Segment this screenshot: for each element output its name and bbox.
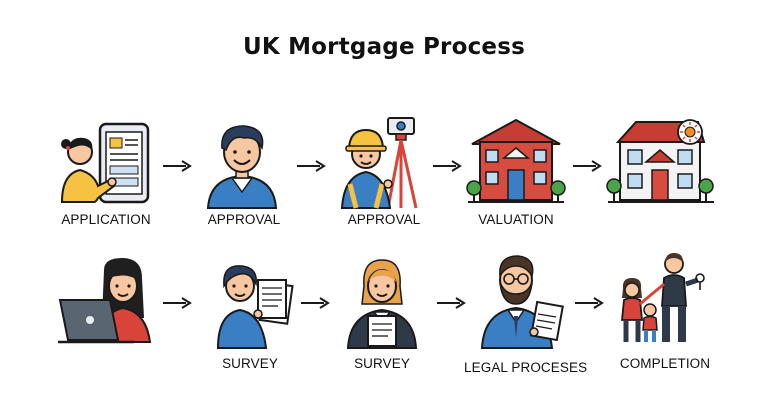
smiling-man-icon — [206, 125, 278, 209]
person-tablet-icon — [60, 122, 150, 204]
woman-documents-icon — [216, 265, 294, 349]
step-label: APPROVAL — [347, 212, 421, 227]
woman-laptop-icon — [58, 258, 152, 344]
surveyor-tripod-icon — [340, 117, 418, 209]
arrow-right-icon — [436, 297, 466, 309]
woman-clipboard-icon — [346, 259, 418, 349]
house-with-sun-icon — [606, 119, 714, 203]
arrow-right-icon — [162, 160, 192, 172]
step-application: APPLICATION — [50, 120, 160, 230]
step-approval-1: APPROVAL — [200, 120, 290, 230]
step-woman-laptop — [58, 256, 158, 356]
step-completion: COMPLETION — [612, 250, 722, 372]
step-survey-1: SURVEY — [204, 256, 300, 372]
bearded-man-document-icon — [480, 255, 564, 349]
page-title: UK Mortgage Process — [242, 34, 525, 60]
arrow-right-icon — [296, 160, 326, 172]
step-survey-2: SURVEY — [340, 256, 424, 372]
step-label: LEGAL PROCESES — [464, 360, 588, 375]
step-legal-processes: LEGAL PROCESES — [464, 252, 587, 376]
arrow-right-icon — [300, 297, 330, 309]
arrow-right-icon — [572, 160, 602, 172]
red-house-icon — [466, 118, 566, 203]
step-label: APPROVAL — [207, 212, 281, 227]
step-approval-2: APPROVAL — [336, 114, 436, 230]
step-label: SURVEY — [222, 356, 278, 371]
arrow-right-icon — [162, 297, 192, 309]
step-valuation: VALUATION — [464, 118, 568, 230]
step-house-sun — [606, 116, 716, 230]
arrow-right-icon — [574, 297, 604, 309]
family-keys-icon — [621, 253, 705, 342]
step-label: SURVEY — [354, 356, 410, 371]
step-label: COMPLETION — [619, 356, 711, 371]
arrow-right-icon — [432, 160, 462, 172]
step-label: VALUATION — [478, 212, 554, 227]
step-label: APPLICATION — [61, 212, 151, 227]
